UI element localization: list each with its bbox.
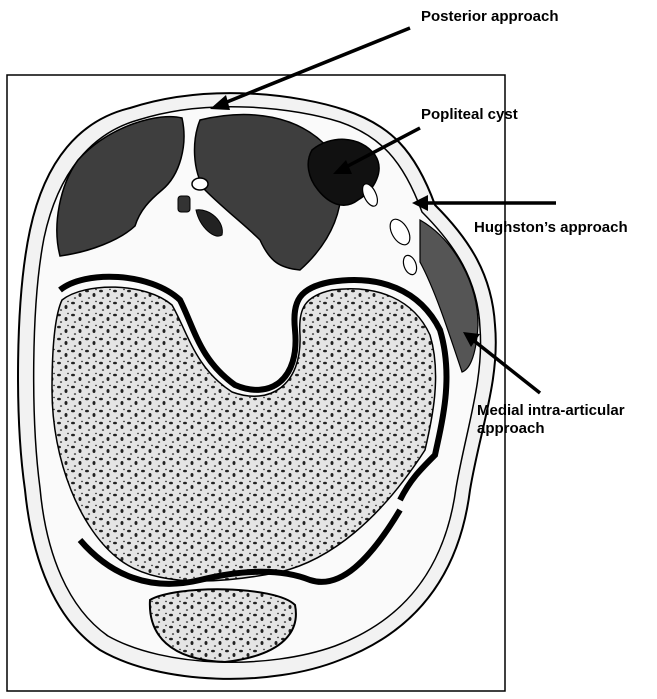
popliteal-artery [192,178,208,190]
medial-approach-label: Medial intra-articular approach [477,402,625,438]
popliteal-cyst-label: Popliteal cyst [421,106,518,124]
popliteal-vein [178,196,190,212]
medial-approach-label-line1: Medial intra-articular [477,402,625,420]
posterior-approach-label: Posterior approach [421,8,559,26]
hughston-approach-label: Hughston’s approach [474,219,628,237]
medial-approach-label-line2: approach [477,420,625,438]
